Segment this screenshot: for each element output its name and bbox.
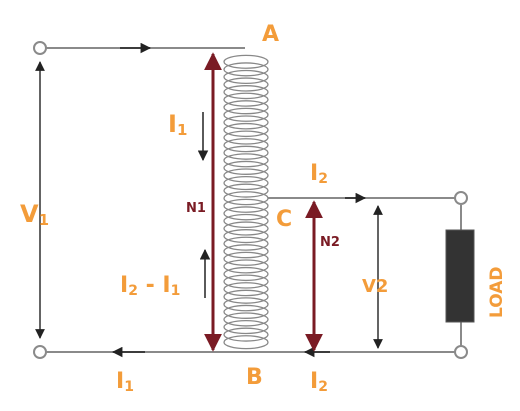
terminal-top-right xyxy=(454,191,468,205)
coil-current-i2-minus-i1-label: I2 - I1 xyxy=(120,273,180,299)
coil-winding xyxy=(223,54,269,350)
coil-turn xyxy=(223,327,269,342)
coil-turn xyxy=(223,191,269,206)
coil-turn xyxy=(223,251,269,266)
coil-turn xyxy=(223,259,269,274)
coil-turn xyxy=(223,236,269,251)
tap-current-i2-label: I2 xyxy=(310,161,328,187)
load-label: LOAD xyxy=(487,267,507,319)
coil-turn xyxy=(223,297,269,312)
coil-turn xyxy=(223,206,269,221)
terminal-bottom-right xyxy=(454,345,468,359)
coil-turn xyxy=(223,160,269,175)
coil-turn xyxy=(223,289,269,304)
coil-turn xyxy=(223,62,269,77)
coil-turn xyxy=(223,175,269,191)
coil-turn xyxy=(223,92,269,107)
coil-turn xyxy=(223,107,269,122)
load-block xyxy=(445,229,475,323)
coil-turn xyxy=(223,130,269,145)
coil-turn xyxy=(223,198,269,213)
coil-turn xyxy=(223,244,269,259)
v2-label: V2 xyxy=(362,276,388,297)
coil-turn xyxy=(223,319,269,335)
coil-turn xyxy=(223,282,269,297)
coil-turn xyxy=(223,100,269,115)
terminal-c-label: C xyxy=(276,207,292,232)
terminal-b-label: B xyxy=(246,365,263,390)
coil-turn xyxy=(223,54,269,69)
v1-label: V1 xyxy=(20,200,49,229)
coil-turn xyxy=(223,213,269,229)
coil-current-i1-label: I1 xyxy=(168,110,187,139)
terminals xyxy=(33,41,468,359)
coil-turn xyxy=(223,274,269,289)
n2-label: N2 xyxy=(320,235,340,250)
n1-label: N1 xyxy=(186,201,206,216)
coil-turn xyxy=(223,122,269,138)
coil-turn xyxy=(223,85,269,100)
coil-turn xyxy=(223,335,269,350)
coil-turn xyxy=(223,312,269,327)
coil-turn xyxy=(223,145,269,160)
terminal-bottom-left xyxy=(33,345,47,359)
bottom-current-i1-label: I1 xyxy=(116,369,134,395)
coil-turn xyxy=(223,69,269,85)
bottom-current-i2-label: I2 xyxy=(310,369,328,395)
terminal-a-label: A xyxy=(262,22,279,47)
coil-turn xyxy=(223,183,269,198)
coil-turn xyxy=(223,221,269,236)
terminal-top-left xyxy=(33,41,47,55)
coil-turn xyxy=(223,304,269,319)
coil-turn xyxy=(223,115,269,130)
coil-turn xyxy=(223,153,269,168)
coil-turn xyxy=(223,138,269,153)
coil-turn xyxy=(223,266,269,282)
coil-turn xyxy=(223,77,269,92)
coil-turn xyxy=(223,229,269,244)
coil-turn xyxy=(223,168,269,183)
